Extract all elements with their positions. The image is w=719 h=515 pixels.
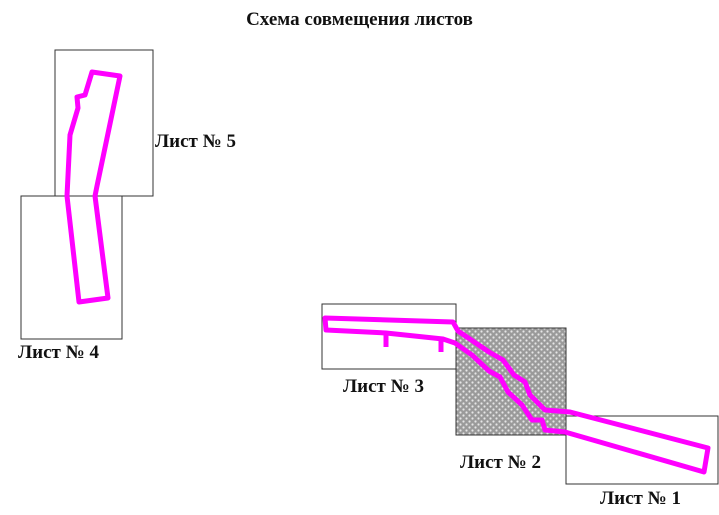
sheet-2-label: Лист № 2 bbox=[460, 452, 541, 473]
sheet-4-label: Лист № 4 bbox=[18, 342, 99, 363]
sheet-4-frame[interactable] bbox=[20, 195, 123, 340]
sheet-1-frame[interactable] bbox=[565, 415, 719, 485]
route-outline-southeast bbox=[322, 315, 711, 475]
sheet-3-label: Лист № 3 bbox=[343, 376, 424, 397]
sheet-5-label: Лист № 5 bbox=[155, 131, 236, 152]
route-outline-north bbox=[64, 69, 123, 305]
sheet-2-frame[interactable] bbox=[455, 327, 567, 436]
sheet-1-label: Лист № 1 bbox=[600, 488, 681, 509]
diagram-title: Схема совмещения листов bbox=[246, 9, 473, 30]
